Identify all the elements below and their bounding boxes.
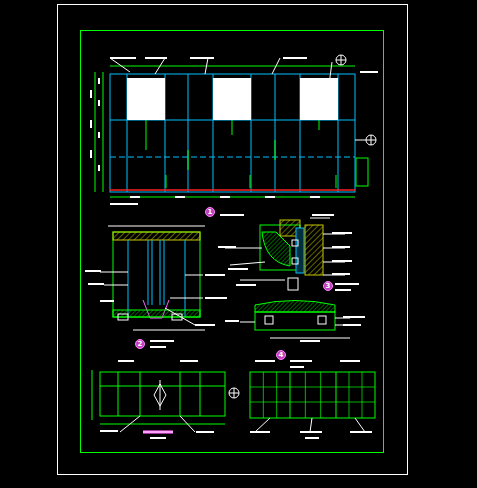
sheet-border <box>58 5 408 475</box>
callout-number: 3 <box>326 283 331 290</box>
view-callout: 3 <box>323 281 333 291</box>
panel-elevation <box>250 360 375 439</box>
door-elevation <box>92 360 239 439</box>
view-callout: 1 <box>205 207 215 217</box>
drawing-frame <box>81 31 384 453</box>
callout-number: 4 <box>279 352 284 359</box>
view-callout: 4 <box>276 350 286 360</box>
callout-number: 1 <box>208 209 213 216</box>
view-callout: 2 <box>135 339 145 349</box>
sill-detail <box>225 301 365 369</box>
vertical-section <box>85 226 227 348</box>
front-elevation <box>90 55 378 216</box>
joint-detail <box>218 214 359 291</box>
callout-number: 2 <box>138 341 143 348</box>
